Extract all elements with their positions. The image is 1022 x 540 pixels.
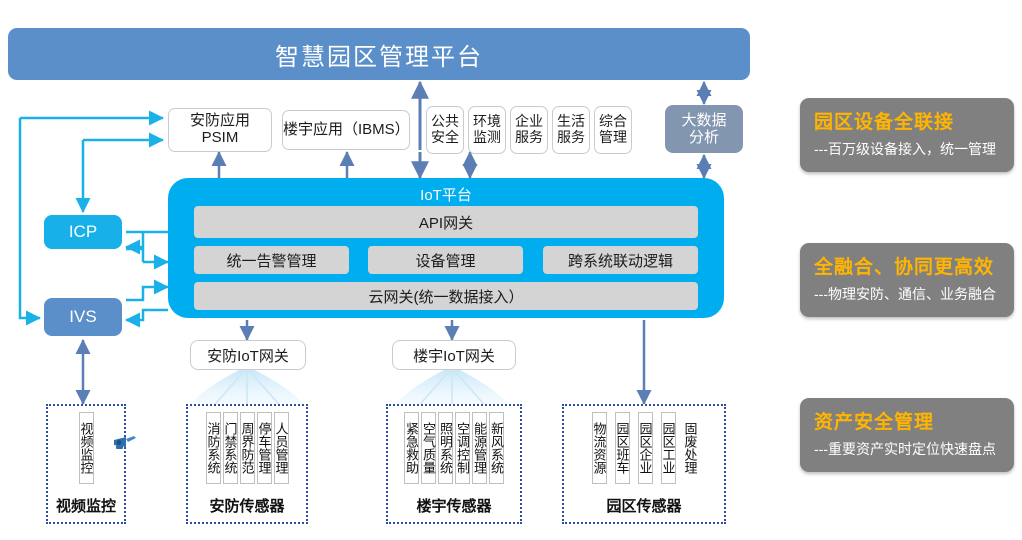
app-chip-life-service[interactable]: 生活 服务 [552, 106, 590, 154]
iot-platform-title: IoT平台 [420, 187, 472, 204]
platform-header: 智慧园区管理平台 [8, 28, 750, 80]
sensor-item[interactable]: 照明系统 [438, 412, 453, 484]
feature-card-heading: 园区设备全联接 [814, 112, 955, 133]
big-data-analysis-box[interactable]: 大数据 分析 [665, 105, 743, 153]
feature-card-sub: ---百万级设备接入，统一管理 [814, 141, 996, 157]
sensor-item[interactable]: 空调控制 [455, 412, 470, 484]
group-caption: 园区传感器 [606, 498, 682, 515]
sensor-item[interactable]: 固废处理 [682, 422, 698, 474]
group-video-surveillance: 视频监控 视频监控 [46, 404, 136, 524]
group-items: 物流资源 园区班车 园区企业 园区工业 固废处理 [564, 412, 724, 486]
module-unified-alarm[interactable]: 统一告警管理 [194, 246, 349, 274]
group-items: 紧急救助 空气质量 照明系统 空调控制 能源管理 新风系统 [388, 412, 520, 486]
app-chip-environment-monitor[interactable]: 环境 监测 [468, 106, 506, 154]
iot-platform-panel: IoT平台 API网关 统一告警管理 设备管理 跨系统联动逻辑 云网关(统一数据… [168, 178, 724, 318]
group-items: 视频监控 [48, 412, 124, 486]
feature-card-asset-security: 资产安全管理 ---重要资产实时定位快速盘点 [800, 398, 1014, 472]
feature-card-sub: ---物理安防、通信、业务融合 [814, 286, 996, 302]
feature-card-heading: 资产安全管理 [814, 412, 935, 433]
group-park-sensors: 物流资源 园区班车 园区企业 园区工业 固废处理 园区传感器 [562, 404, 726, 524]
feature-card-connectivity: 园区设备全联接 ---百万级设备接入，统一管理 [800, 98, 1014, 172]
building-iot-gateway[interactable]: 楼宇IoT网关 [392, 340, 516, 370]
sensor-item[interactable]: 空气质量 [421, 412, 436, 484]
module-cross-system-logic[interactable]: 跨系统联动逻辑 [543, 246, 698, 274]
app-chip-comprehensive-mgmt[interactable]: 综合 管理 [594, 106, 632, 154]
sensor-item[interactable]: 物流资源 [591, 412, 607, 484]
group-caption: 楼宇传感器 [416, 498, 492, 515]
app-chip-ibms[interactable]: 楼宇应用（IBMS） [282, 110, 410, 150]
sensor-item[interactable]: 周界防范 [239, 412, 255, 484]
app-chip-psim[interactable]: 安防应用 PSIM [168, 108, 272, 152]
module-device-mgmt[interactable]: 设备管理 [368, 246, 523, 274]
sensor-item[interactable]: 门禁系统 [222, 412, 238, 484]
sensor-item[interactable]: 能源管理 [472, 412, 487, 484]
group-security-sensors: 消防系统 门禁系统 周界防范 停车管理 人员管理 安防传感器 [186, 404, 308, 524]
sensor-item[interactable]: 人员管理 [273, 412, 289, 484]
sensor-item[interactable]: 视频监控 [78, 412, 94, 484]
group-caption: 视频监控 [55, 498, 116, 515]
feature-card-convergence: 全融合、协同更高效 ---物理安防、通信、业务融合 [800, 243, 1014, 317]
cloud-gateway-box[interactable]: 云网关(统一数据接入） [194, 282, 698, 310]
sensor-item[interactable]: 停车管理 [256, 412, 272, 484]
group-items: 消防系统 门禁系统 周界防范 停车管理 人员管理 [188, 412, 306, 486]
security-iot-gateway[interactable]: 安防IoT网关 [190, 340, 306, 370]
sensor-item[interactable]: 消防系统 [205, 412, 221, 484]
icp-box[interactable]: ICP [44, 215, 122, 249]
app-chip-enterprise-service[interactable]: 企业 服务 [510, 106, 548, 154]
feature-card-sub: ---重要资产实时定位快速盘点 [814, 441, 996, 457]
group-building-sensors: 紧急救助 空气质量 照明系统 空调控制 能源管理 新风系统 楼宇传感器 [386, 404, 522, 524]
sensor-item[interactable]: 园区工业 [660, 412, 676, 484]
api-gateway-box[interactable]: API网关 [194, 206, 698, 238]
app-chip-public-safety[interactable]: 公共 安全 [426, 106, 464, 154]
feature-card-heading: 全融合、协同更高效 [814, 257, 995, 278]
page-title: 智慧园区管理平台 [275, 43, 483, 71]
sensor-item[interactable]: 新风系统 [489, 412, 504, 484]
sensor-item[interactable]: 园区企业 [637, 412, 653, 484]
sensor-item[interactable]: 紧急救助 [404, 412, 419, 484]
ivs-box[interactable]: IVS [44, 298, 122, 336]
sensor-item[interactable]: 园区班车 [614, 412, 630, 484]
group-caption: 安防传感器 [209, 498, 285, 515]
camera-icon [114, 436, 136, 449]
